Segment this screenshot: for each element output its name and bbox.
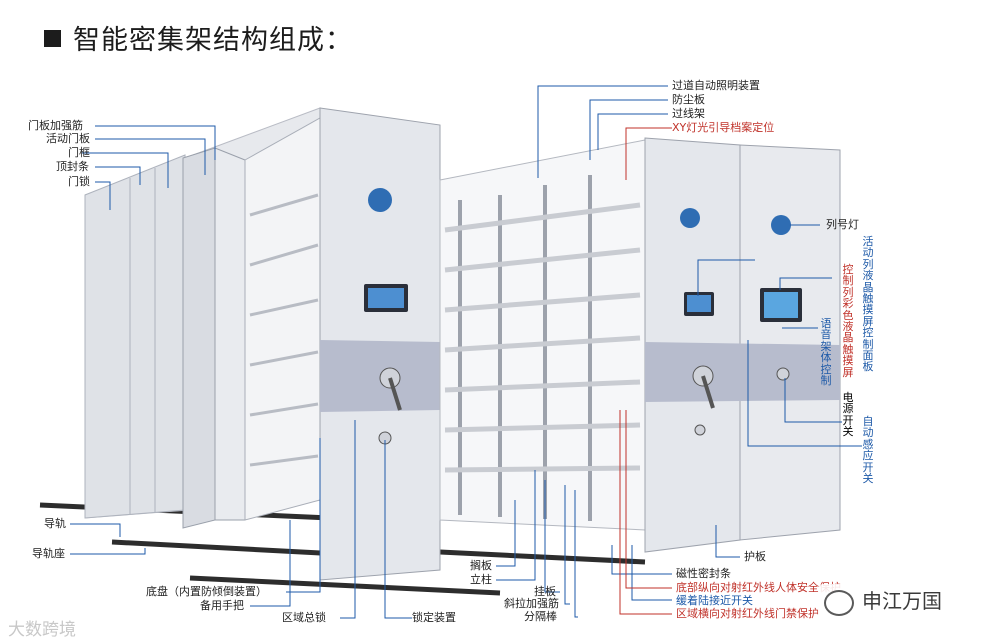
label-auto-sensor-switch: 自动感应开关: [862, 415, 874, 486]
label-shelf-board: 搁板: [470, 559, 492, 572]
leader-lines: [70, 85, 862, 619]
label-column: 立柱: [470, 573, 492, 586]
label-spare-handle: 备用手把: [200, 599, 244, 612]
label-zone-lock: 区域总锁: [282, 611, 326, 624]
label-rail: 导轨: [44, 517, 66, 530]
watermark-right: 申江万国: [818, 584, 984, 618]
label-lcd-touch-panel: 活动列液晶触摸屏控制面板: [862, 235, 874, 374]
wechat-logo-icon: [824, 589, 854, 616]
title-bullet-icon: [44, 30, 61, 47]
label-door-frame: 门框: [68, 146, 90, 159]
label-aisle-light: 过道自动照明装置: [672, 79, 760, 92]
open-door: [182, 147, 246, 529]
label-rail-seat: 导轨座: [32, 547, 65, 560]
label-zone-ir-protect: 区域横向对射红外线门禁保护: [676, 607, 819, 620]
label-voice-control: 语音架体控制: [820, 317, 832, 388]
watermark-left-text: 大数跨境: [8, 620, 76, 640]
watermark-right-text: 申江万国: [862, 589, 942, 613]
label-divider-rod: 分隔棒: [524, 610, 557, 623]
label-bottom-ir-safety: 底部纵向对射红外线人体安全保护: [676, 581, 841, 594]
label-lock-device: 锁定装置: [412, 611, 456, 624]
label-magnetic-seal: 磁性密封条: [676, 567, 731, 580]
watermark-left: 大数跨境: [8, 615, 76, 640]
page-title-text: 智能密集架结构组成：: [73, 25, 353, 56]
label-guard-plate: 护板: [744, 550, 766, 563]
label-dust-board: 防尘板: [672, 93, 705, 106]
left-control-column: [319, 107, 441, 581]
label-diagonal-rib: 斜拉加强筋: [504, 597, 559, 610]
label-row-light: 列号灯: [826, 218, 859, 231]
open-shelves: [439, 139, 646, 531]
label-hanger-board: 挂板: [534, 585, 556, 598]
label-door-lock: 门锁: [68, 175, 90, 188]
label-door-rib: 门板加强筋: [28, 119, 83, 132]
right-columns: [644, 137, 841, 553]
label-movable-door: 活动门板: [46, 132, 90, 145]
page-title: 智能密集架结构组成：: [44, 18, 353, 57]
label-color-lcd-screen: 控制列彩色液晶触摸屏: [842, 263, 854, 379]
label-chassis: 底盘（内置防倾倒装置）: [146, 585, 267, 598]
label-top-seal: 顶封条: [56, 160, 89, 173]
label-cable-rack: 过线架: [672, 107, 705, 120]
label-electrical-switch: 电源开关: [842, 391, 854, 439]
label-xy-light: XY灯光引导档案定位: [672, 121, 775, 134]
label-buffer-switch: 缓着陆接近开关: [676, 594, 753, 607]
cabinet-interior: [244, 117, 321, 521]
